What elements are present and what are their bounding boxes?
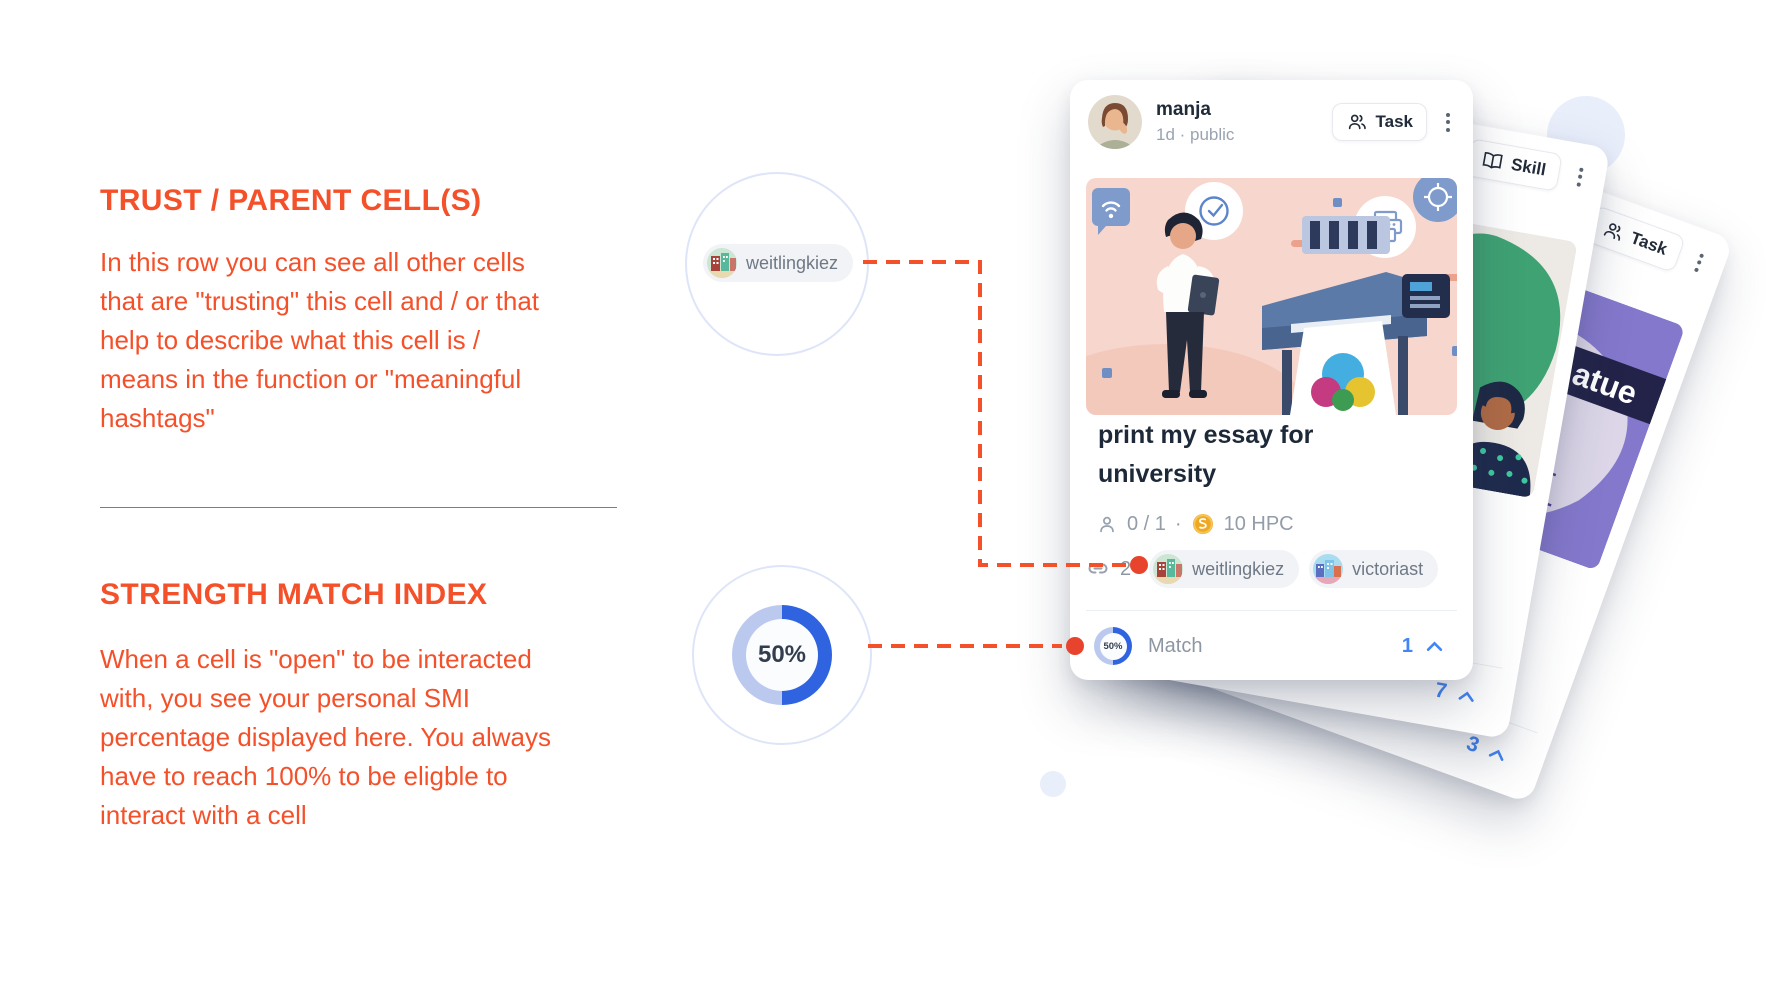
users-icon [1348, 114, 1366, 130]
card-divider [1086, 610, 1457, 611]
match-progress-ring: 50% [1094, 627, 1132, 665]
kebab-menu-icon[interactable] [1565, 159, 1596, 194]
expand-count: 7 [1433, 678, 1449, 704]
smi-section-body: When a cell is "open" to be interacted w… [100, 644, 551, 830]
card-type-pill[interactable]: Skill [1464, 138, 1563, 192]
wifi-bubble-icon [1092, 188, 1130, 235]
link-icon [1088, 563, 1108, 574]
trust-chip-label: victoriast [1352, 558, 1424, 579]
card-footer: 50% Match 1 [1094, 620, 1443, 672]
smi-callout-circle: 50% [692, 565, 872, 745]
chevron-up-icon[interactable] [1426, 641, 1443, 652]
coin-icon [1192, 514, 1213, 534]
book-icon [1482, 151, 1503, 169]
trust-callout-chip-label: weitlingkiez [746, 252, 839, 273]
card-type-label: Task [1627, 228, 1670, 259]
author-name: manja [1156, 99, 1211, 120]
card-title: print my essay for university [1098, 421, 1314, 488]
meta-separator: · [1174, 512, 1182, 535]
match-count: 1 [1401, 634, 1413, 657]
trust-chips-row: 2 weitlingkiez victoriast [1086, 550, 1473, 588]
kebab-menu-icon[interactable] [1682, 243, 1717, 281]
weitlingkiez-avatar [707, 248, 737, 278]
participants-value: 0 / 1 [1127, 512, 1166, 535]
trust-chip-weitlingkiez[interactable]: weitlingkiez [1149, 550, 1300, 588]
card-type-pill[interactable]: Task [1331, 103, 1427, 141]
printer-machine [1262, 216, 1450, 415]
trust-callout-chip: weitlingkiez [703, 244, 854, 282]
person-illustration [1156, 212, 1220, 398]
trust-callout-circle: weitlingkiez [685, 172, 869, 356]
chevron-up-icon[interactable] [1457, 689, 1476, 703]
expand-count: 3 [1463, 731, 1483, 758]
smi-percent-value: 50% [746, 619, 818, 691]
reward-value: 10 HPC [1223, 512, 1294, 535]
card-meta-row: 0 / 1 · 10 HPC [1096, 512, 1294, 536]
trust-chip-victoriast[interactable]: victoriast [1309, 550, 1439, 588]
user-icon [1100, 516, 1114, 533]
post-meta: 1d · public [1156, 125, 1235, 144]
card-header: manja 1d · public Task [1088, 93, 1461, 151]
chevron-up-icon[interactable] [1488, 746, 1508, 762]
users-icon [1603, 223, 1620, 241]
trust-section-body: In this row you can see all other cells … [100, 247, 540, 433]
section-divider [100, 507, 617, 508]
victoriast-avatar [1313, 554, 1344, 584]
match-label: Match [1148, 634, 1203, 657]
author-avatar[interactable] [1088, 95, 1142, 149]
cell-card[interactable]: manja 1d · public Task [1070, 80, 1473, 680]
trust-section-title: TRUST / PARENT CELL(S) [100, 184, 482, 217]
card-illustration [1086, 178, 1457, 415]
match-percent-value: 50% [1099, 632, 1127, 660]
trust-chip-label: weitlingkiez [1192, 558, 1285, 579]
card-type-pill[interactable]: Task [1583, 204, 1686, 274]
smi-progress-ring: 50% [732, 605, 832, 705]
decor-dot-small [1040, 771, 1066, 797]
card-type-label: Task [1375, 112, 1414, 131]
crosshair-icon [1413, 178, 1457, 222]
kebab-menu-icon[interactable] [1435, 107, 1461, 138]
card-type-label: Skill [1509, 154, 1548, 180]
smi-section-title: STRENGTH MATCH INDEX [100, 578, 488, 611]
links-count: 2 [1120, 557, 1132, 580]
weitlingkiez-avatar [1153, 554, 1184, 584]
